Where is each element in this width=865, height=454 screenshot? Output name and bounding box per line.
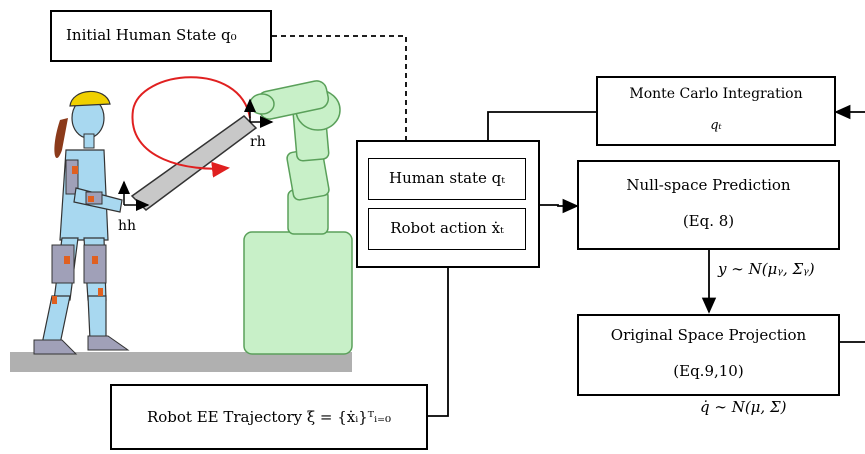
rh-label: rh [250, 134, 266, 150]
y-distribution-label: y ∼ N(μᵧ, Σᵧ) [718, 260, 815, 278]
human-state-label: Human state qₜ [389, 169, 505, 187]
arrow-state-to-nullspace [540, 198, 579, 214]
initial-state-box: Initial Human State q₀ [50, 10, 272, 62]
nullspace-sub: (Eq. 8) [682, 212, 735, 230]
trajectory-loop [131, 76, 251, 178]
floor [10, 352, 352, 372]
monte-carlo-title: Monte Carlo Integration [629, 86, 803, 102]
monte-carlo-sub: qₜ [710, 118, 722, 133]
qdot-distribution-label: q̇ ∼ N(μ, Σ) [700, 398, 787, 416]
original-space-sub: (Eq.9,10) [673, 362, 744, 380]
nullspace-title: Null-space Prediction [626, 176, 791, 194]
human-figure [33, 90, 130, 355]
hh-label: hh [118, 218, 137, 234]
arrow-trajectory-to-action [428, 248, 456, 417]
rh-frame-axes [244, 98, 274, 128]
robot-pedestal [243, 231, 353, 355]
robot-trajectory-label: Robot EE Trajectory ξ = {ẋᵢ}ᵀᵢ₌₀ [146, 408, 392, 426]
robot-trajectory-box: Robot EE Trajectory ξ = {ẋᵢ}ᵀᵢ₌₀ [110, 384, 428, 450]
initial-state-label: Initial Human State q₀ [66, 26, 237, 44]
robot-arm [249, 80, 341, 235]
hh-frame-axes [118, 180, 150, 211]
robot-action-label: Robot action ẋₜ [390, 219, 504, 237]
original-space-title: Original Space Projection [610, 326, 807, 344]
original-space-box: Original Space Projection (Eq.9,10) [577, 314, 840, 396]
nullspace-box: Null-space Prediction (Eq. 8) [577, 160, 840, 250]
robot-action-box: Robot action ẋₜ [368, 208, 526, 250]
monte-carlo-box: Monte Carlo Integration qₜ [596, 76, 836, 146]
shared-tool [130, 115, 258, 211]
human-state-box: Human state qₜ [368, 158, 526, 200]
